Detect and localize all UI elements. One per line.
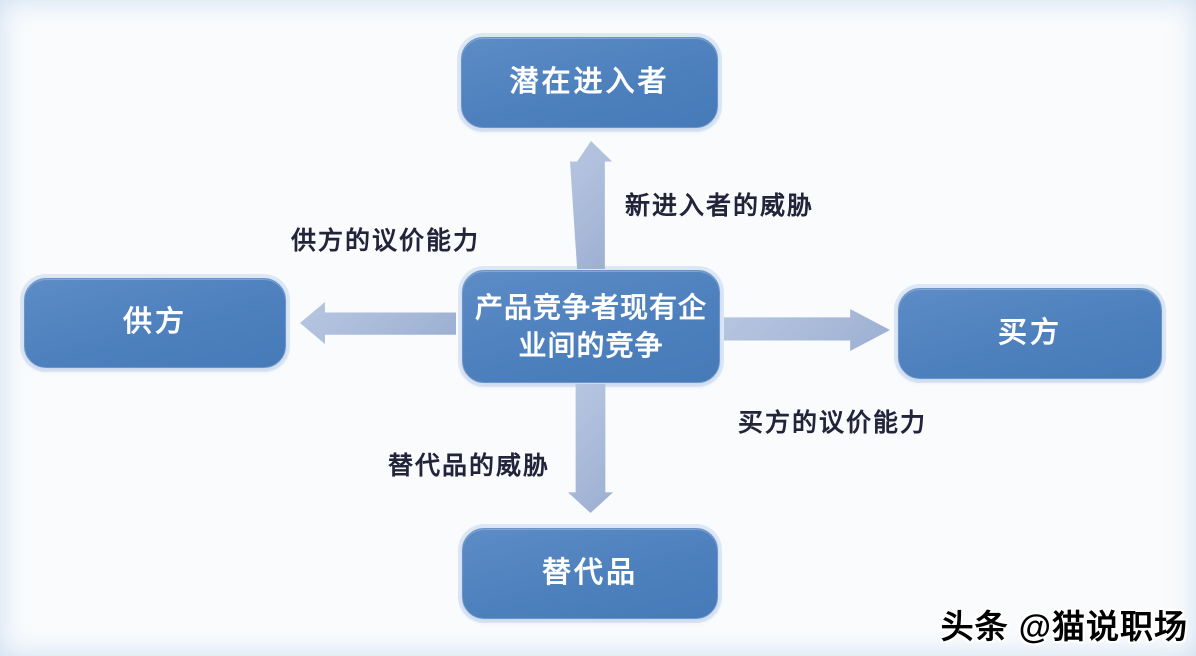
node-buyers-label: 买方 (997, 316, 1062, 349)
node-suppliers: 供方 (24, 278, 286, 368)
node-potential-entrants-label: 潜在进入者 (509, 65, 670, 98)
node-substitutes-label: 替代品 (541, 556, 638, 589)
edge-label-threat-of-new-entrants: 新进入者的威胁 (625, 192, 815, 220)
arrow-left-icon (300, 302, 456, 344)
node-substitutes: 替代品 (462, 528, 718, 619)
node-buyers: 买方 (898, 288, 1162, 379)
arrow-down-icon (568, 384, 613, 513)
node-industry-rivalry-label: 产品竞争者现有企业间的竞争 (475, 291, 708, 361)
arrow-up-icon (570, 141, 612, 269)
watermark: 头条 @猫说职场 (940, 608, 1188, 645)
edge-label-supplier-bargaining-power: 供方的议价能力 (291, 227, 481, 255)
node-industry-rivalry: 产品竞争者现有企业间的竞争 (462, 270, 720, 383)
node-potential-entrants: 潜在进入者 (461, 37, 718, 128)
edge-label-buyer-bargaining-power: 买方的议价能力 (738, 409, 928, 437)
edge-label-threat-of-substitutes: 替代品的威胁 (388, 452, 551, 480)
arrow-right-icon (724, 309, 890, 351)
node-suppliers-label: 供方 (122, 306, 187, 339)
